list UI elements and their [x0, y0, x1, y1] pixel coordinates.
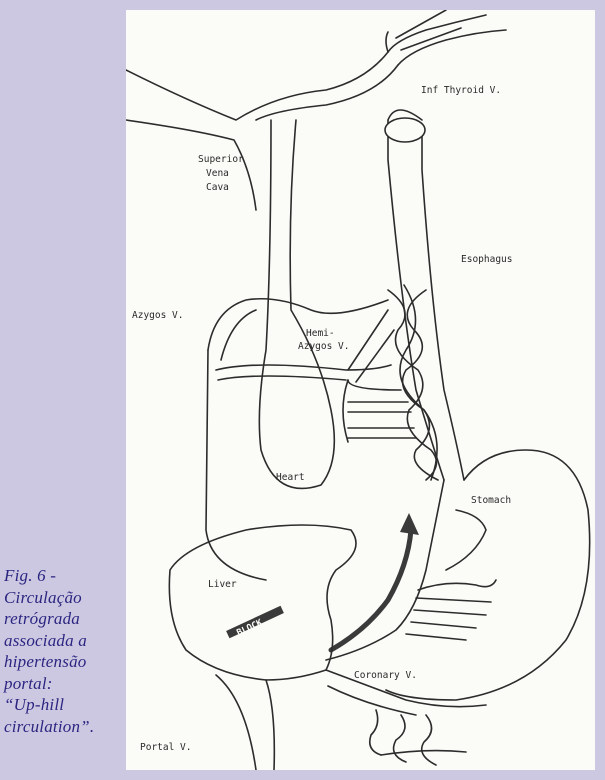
- caption-line: associada a: [4, 630, 126, 652]
- figure-panel: Inf Thyroid V. Superior Vena Cava Esopha…: [126, 10, 595, 770]
- upper-veins: [126, 10, 506, 210]
- caption-line: hipertensão: [4, 651, 126, 673]
- label-coronary-v: Coronary V.: [354, 670, 417, 681]
- label-stomach: Stomach: [471, 495, 511, 506]
- label-liver: Liver: [208, 579, 237, 590]
- liver: [169, 525, 356, 680]
- figure-caption: Fig. 6 - Circulação retrógrada associada…: [4, 565, 126, 737]
- caption-line: circulation”.: [4, 716, 126, 738]
- uphill-arrow: [331, 513, 419, 650]
- label-inf-thyroid-v: Inf Thyroid V.: [421, 85, 501, 96]
- label-superior: Superior: [198, 154, 244, 165]
- label-cava: Cava: [206, 182, 229, 193]
- anatomy-diagram: Inf Thyroid V. Superior Vena Cava Esopha…: [126, 10, 595, 770]
- caption-line: “Up-hill: [4, 694, 126, 716]
- label-hemi: Hemi-: [306, 328, 335, 339]
- label-esophagus: Esophagus: [461, 254, 512, 265]
- caption-line: retrógrada: [4, 608, 126, 630]
- label-azygos-v-hemi: Azygos V.: [298, 341, 349, 352]
- caption-line: portal:: [4, 673, 126, 695]
- label-vena: Vena: [206, 168, 229, 179]
- label-azygos-v: Azygos V.: [132, 310, 183, 321]
- portal-vein: [216, 670, 486, 770]
- label-portal-v: Portal V.: [140, 742, 191, 753]
- stomach: [326, 450, 590, 700]
- caption-line: Circulação: [4, 587, 126, 609]
- label-heart: Heart: [276, 472, 305, 483]
- esophagus: [385, 110, 464, 480]
- caption-line: Fig. 6 -: [4, 565, 126, 587]
